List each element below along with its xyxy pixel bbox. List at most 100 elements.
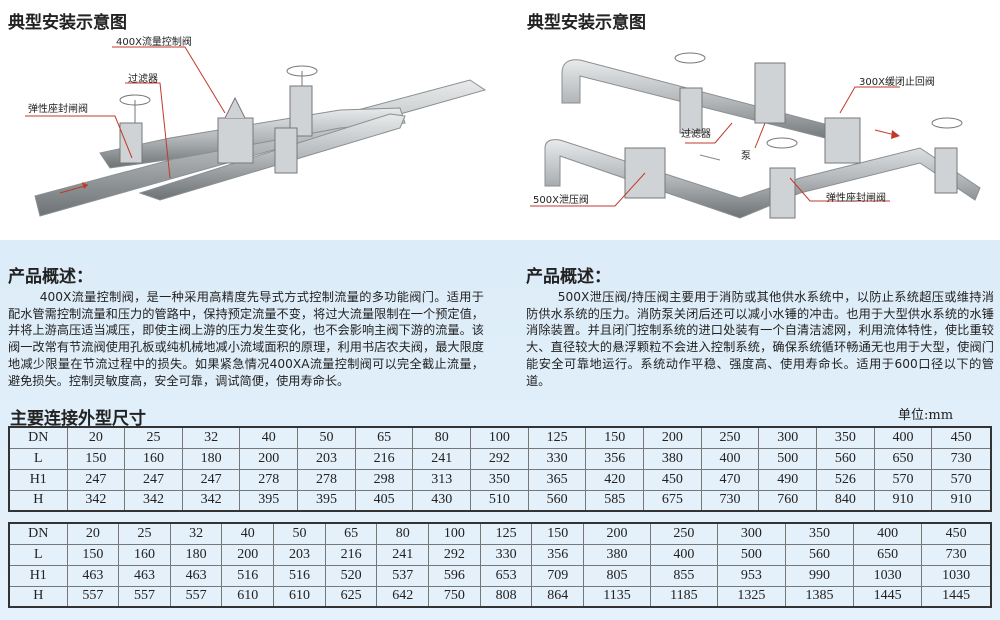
table-cell: 709 [531, 564, 585, 587]
table-cell: 342 [181, 489, 241, 512]
table-cell: 805 [583, 564, 651, 587]
table-cell: 400 [649, 543, 718, 566]
table-cell: 380 [643, 447, 702, 470]
table-cell: 330 [479, 543, 533, 566]
table-cell: 400 [873, 426, 933, 449]
row-header: L [8, 543, 68, 566]
label-pump: 泵 [741, 151, 751, 162]
table-cell: 395 [297, 489, 356, 512]
table-cell: 125 [479, 522, 533, 545]
table-cell: 40 [239, 426, 299, 449]
table-cell: 150 [531, 522, 585, 545]
gate-valve-icon [769, 167, 796, 219]
table-cell: 1030 [921, 564, 992, 587]
table-cell: 855 [649, 564, 718, 587]
table-cell: 342 [124, 489, 183, 512]
table-cell: 450 [931, 426, 992, 449]
table-cell: 490 [758, 468, 818, 491]
table-cell: 730 [700, 489, 760, 512]
table-cell: 1185 [649, 585, 718, 608]
table-cell: 1325 [716, 585, 786, 608]
table-cell: 1445 [853, 585, 923, 608]
unit-label: 单位:mm [898, 408, 954, 423]
table-cell: 400 [700, 447, 760, 470]
table-cell: 450 [921, 522, 992, 545]
table-cell: 910 [931, 489, 992, 512]
main-pipe [34, 79, 487, 217]
table-cell: 463 [66, 564, 120, 587]
table-cell: 342 [66, 489, 126, 512]
table-cell: 450 [643, 468, 702, 491]
dimensions-heading: 主要连接外型尺寸 [10, 409, 146, 429]
table-cell: 570 [873, 468, 933, 491]
table-cell: 730 [931, 447, 992, 470]
right-diagram-title: 典型安装示意图 [527, 13, 646, 33]
table-cell: 596 [428, 564, 481, 587]
table-cell: 395 [239, 489, 299, 512]
table-cell: 516 [273, 564, 326, 587]
table-cell: 864 [531, 585, 585, 608]
table-cell: 400 [853, 522, 923, 545]
left-overview-text: 400X流量控制阀，是一种采用高精度先导式方式控制流量的多功能阀门。适用于配水管… [8, 290, 484, 388]
check-valve-icon [824, 117, 861, 164]
row-header: H1 [8, 468, 68, 491]
table-cell: 570 [931, 468, 992, 491]
row-header: H [8, 489, 68, 512]
gate-valve-icon [119, 94, 151, 164]
table-cell: 32 [181, 426, 241, 449]
table-cell: 560 [784, 543, 855, 566]
table-cell: 200 [643, 426, 702, 449]
table-cell: 642 [376, 585, 430, 608]
table-cell: 80 [412, 426, 472, 449]
leader-lines [25, 46, 226, 194]
table-cell: 350 [784, 522, 855, 545]
table-cell: 25 [124, 426, 183, 449]
table-cell: 247 [124, 468, 183, 491]
right-overview-text: 500X泄压阀/持压阀主要用于消防或其他供水系统中，以防止系统超压或维持消防供水… [526, 290, 994, 388]
table-cell: 610 [273, 585, 326, 608]
table-cell: 150 [66, 447, 126, 470]
table-cell: 216 [354, 447, 414, 470]
table-cell: 420 [585, 468, 645, 491]
table-cell: 350 [470, 468, 529, 491]
table-cell: 585 [585, 489, 645, 512]
table-cell: 241 [376, 543, 430, 566]
label-filter: 过滤器 [128, 74, 158, 85]
table-cell: 292 [428, 543, 481, 566]
table-cell: 20 [66, 522, 120, 545]
flow-arrow-icon [699, 154, 721, 161]
table-cell: 520 [324, 564, 378, 587]
table-cell: 125 [527, 426, 587, 449]
table-cell: 180 [169, 543, 223, 566]
label-filter: 过滤器 [681, 129, 711, 140]
leader-lines [530, 86, 900, 207]
table-cell: 405 [354, 489, 414, 512]
table-cell: 808 [479, 585, 533, 608]
table-cell: 500 [758, 447, 818, 470]
table-cell: 300 [716, 522, 786, 545]
table-cell: 675 [643, 489, 702, 512]
table-cell: 200 [221, 543, 275, 566]
table-cell: 557 [118, 585, 171, 608]
gate-valve-icon [934, 147, 958, 194]
right-installation-diagram [530, 52, 981, 219]
table-cell: 625 [324, 585, 378, 608]
table-cell: 50 [273, 522, 326, 545]
table-cell: 560 [816, 447, 875, 470]
gate-valve-icon [274, 127, 298, 174]
table-cell: 40 [221, 522, 275, 545]
table-cell: 150 [66, 543, 120, 566]
table-cell: 250 [700, 426, 760, 449]
row-header: DN [8, 426, 68, 449]
table-cell: 500 [716, 543, 786, 566]
table-cell: 247 [181, 468, 241, 491]
table-cell: 750 [428, 585, 481, 608]
table-cell: 100 [428, 522, 481, 545]
